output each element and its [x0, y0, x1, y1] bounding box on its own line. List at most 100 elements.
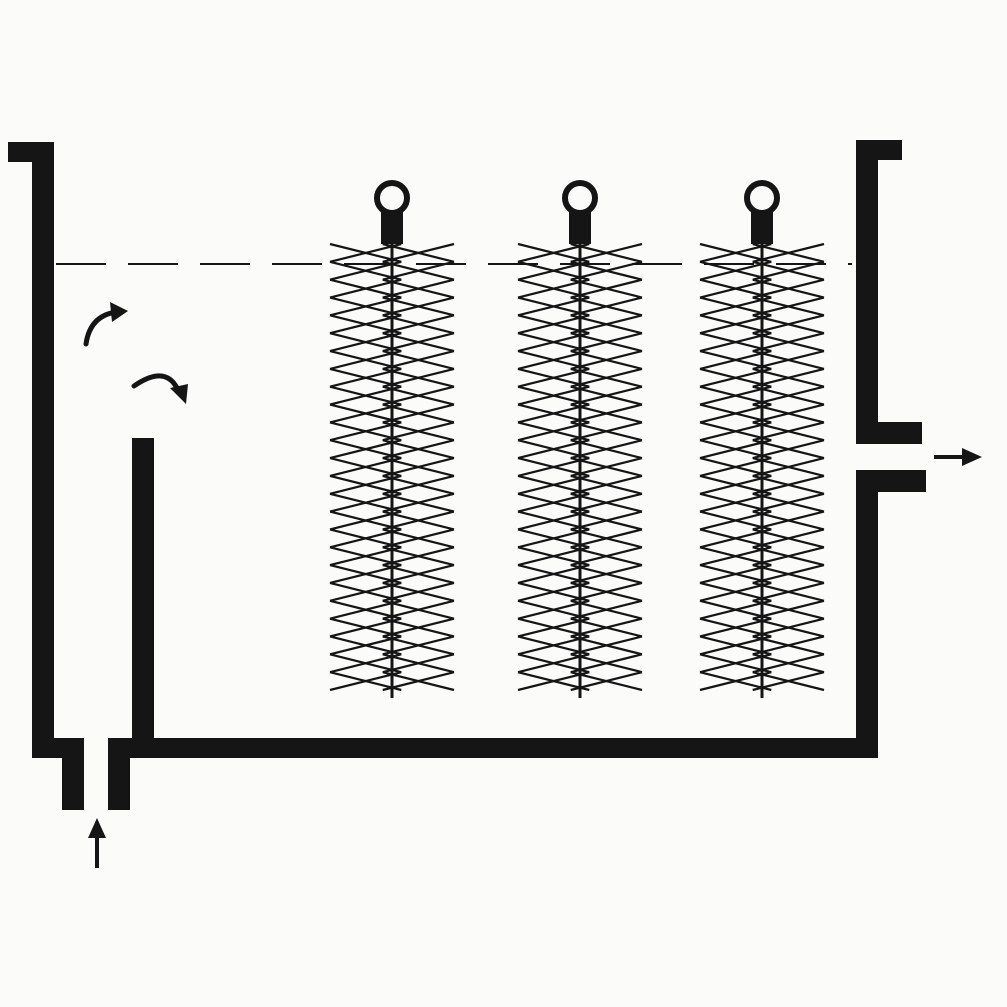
brush-handle	[751, 212, 773, 244]
bristle	[517, 599, 590, 620]
curved-arrow-icon	[131, 373, 188, 404]
bristle	[382, 457, 455, 477]
bristle	[382, 510, 455, 531]
bristle	[517, 367, 590, 388]
bristle	[699, 546, 772, 567]
tank-floor	[108, 738, 878, 758]
bristle	[699, 492, 772, 513]
bristle	[517, 653, 590, 674]
hanger-ring-icon	[562, 180, 598, 216]
inlet-pipe-left	[62, 738, 84, 810]
bristle	[329, 314, 402, 335]
bristle	[517, 296, 590, 317]
hanger-ring-icon	[744, 180, 780, 216]
bristle	[570, 332, 643, 353]
bristle	[752, 332, 825, 353]
bristle	[570, 403, 643, 424]
bristle	[752, 314, 825, 335]
bristle	[517, 421, 590, 442]
baffle-wall	[132, 438, 154, 758]
bristle	[382, 314, 455, 335]
bristle	[752, 599, 825, 620]
bristle	[329, 439, 402, 460]
bristle	[329, 617, 402, 638]
bristle	[329, 635, 402, 656]
bristle	[517, 528, 590, 549]
bristle	[699, 403, 772, 424]
right-arrow-icon	[934, 448, 982, 466]
bristle	[329, 367, 402, 388]
bristle	[329, 492, 402, 513]
bristle	[517, 314, 590, 335]
bristle	[382, 439, 455, 460]
bristle	[570, 581, 643, 602]
bristle	[382, 564, 455, 585]
bristle	[382, 635, 455, 656]
bristle	[517, 581, 590, 602]
bristle	[329, 385, 402, 406]
bristle	[752, 260, 825, 281]
bristle	[699, 635, 772, 656]
bristle	[329, 653, 402, 674]
bristle	[382, 599, 455, 620]
bristle	[382, 617, 455, 638]
bristle	[570, 367, 643, 388]
bristle	[382, 528, 455, 549]
bristle	[752, 457, 825, 477]
bristle	[329, 671, 402, 692]
bristle	[329, 528, 402, 549]
bristle	[699, 421, 772, 442]
bristle	[570, 296, 643, 317]
bristle	[570, 385, 643, 406]
bristle	[699, 457, 772, 477]
bristle	[752, 528, 825, 549]
bristle	[517, 332, 590, 353]
bristle	[382, 492, 455, 513]
tank-right-wall-upper	[856, 140, 878, 444]
bristle	[329, 260, 402, 281]
bristle	[570, 653, 643, 674]
bristle	[699, 332, 772, 353]
bristle	[329, 278, 402, 299]
bristle	[517, 385, 590, 406]
bristle	[699, 474, 772, 495]
bristle	[752, 564, 825, 585]
bristle	[570, 599, 643, 620]
bristle	[382, 332, 455, 353]
hanger-ring-icon	[374, 180, 410, 216]
brush	[699, 180, 825, 698]
bristle	[570, 474, 643, 495]
tank-left-wall	[32, 142, 54, 758]
bristle	[329, 564, 402, 585]
bristle	[329, 599, 402, 620]
bristle	[752, 581, 825, 602]
bristle	[570, 617, 643, 638]
bristle	[329, 546, 402, 567]
bristle	[699, 439, 772, 460]
bristle	[699, 564, 772, 585]
bristle	[329, 296, 402, 317]
tank-right-lip	[856, 140, 902, 160]
bristle	[517, 564, 590, 585]
bristle	[329, 421, 402, 442]
brush-handle	[569, 212, 591, 244]
bristle	[752, 653, 825, 674]
bristle	[329, 242, 402, 263]
brush	[517, 180, 643, 698]
outlet-lower-lip	[856, 470, 926, 492]
bristle	[517, 278, 590, 299]
bristle	[517, 457, 590, 477]
bristle	[752, 439, 825, 460]
bristle	[382, 242, 455, 263]
bristle	[382, 403, 455, 424]
bristle	[517, 403, 590, 424]
bristle	[570, 510, 643, 531]
bristle	[382, 367, 455, 388]
bristle	[752, 617, 825, 638]
bristle	[382, 385, 455, 406]
bristle	[570, 564, 643, 585]
bristle	[752, 385, 825, 406]
bristle	[699, 671, 772, 692]
